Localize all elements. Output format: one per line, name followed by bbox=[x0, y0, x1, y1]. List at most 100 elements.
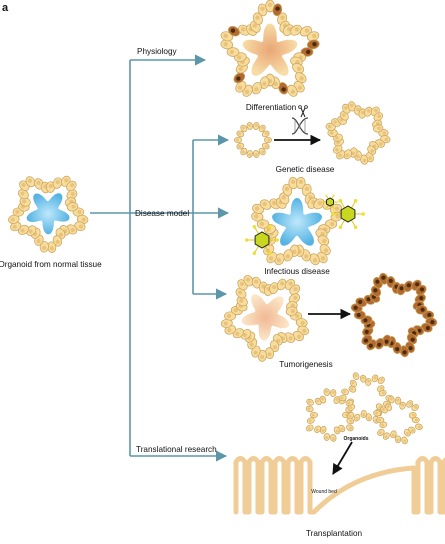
cell-nucleus bbox=[345, 153, 350, 157]
cell-nucleus bbox=[418, 425, 421, 429]
cell-nucleus bbox=[389, 397, 393, 401]
wound-bed-tissue bbox=[233, 456, 445, 515]
epithelial-cell bbox=[234, 136, 242, 144]
cell-nucleus bbox=[382, 408, 385, 411]
cell-nucleus bbox=[384, 339, 389, 344]
cell-nucleus bbox=[252, 23, 257, 28]
cell-nucleus bbox=[335, 398, 339, 401]
cell-nucleus bbox=[362, 158, 367, 163]
cell-nucleus bbox=[264, 132, 268, 135]
epithelial-cell bbox=[399, 401, 406, 410]
cell-nucleus bbox=[325, 436, 329, 440]
epithelial-cell bbox=[232, 328, 244, 339]
epithelial-cell bbox=[278, 82, 289, 95]
epithelial-cell bbox=[240, 147, 248, 156]
cell-nucleus bbox=[281, 87, 286, 92]
cell-nucleus bbox=[419, 296, 424, 301]
epithelial-cell bbox=[394, 435, 402, 444]
cell-nucleus bbox=[340, 396, 344, 400]
cell-nucleus bbox=[42, 245, 47, 250]
cell-nucleus bbox=[239, 298, 244, 303]
cell-nucleus bbox=[408, 346, 413, 351]
cell-nucleus bbox=[338, 153, 342, 158]
epithelial-cell bbox=[251, 211, 264, 222]
epithelial-cell bbox=[285, 306, 298, 316]
cell-nucleus bbox=[335, 214, 341, 219]
epithelial-cell bbox=[251, 345, 261, 358]
cell-nucleus bbox=[294, 27, 300, 32]
cell-nucleus bbox=[297, 334, 302, 339]
cell-nucleus bbox=[288, 336, 293, 341]
epithelial-cell bbox=[261, 130, 270, 138]
cell-nucleus bbox=[335, 429, 339, 433]
cell-nucleus bbox=[356, 107, 360, 112]
epithelial-cell bbox=[360, 374, 367, 383]
cell-nucleus bbox=[240, 27, 246, 32]
cell-nucleus bbox=[308, 419, 312, 423]
cell-nucleus bbox=[70, 183, 75, 188]
cell-nucleus bbox=[21, 182, 26, 187]
cell-nucleus bbox=[420, 307, 425, 312]
cell-nucleus bbox=[49, 246, 54, 251]
cell-nucleus bbox=[255, 15, 260, 20]
epithelial-cell bbox=[373, 124, 384, 133]
cell-nucleus bbox=[71, 204, 76, 209]
cell-nucleus bbox=[350, 387, 354, 391]
cell-nucleus bbox=[351, 381, 355, 385]
cell-nucleus bbox=[254, 206, 260, 211]
epithelial-cell bbox=[346, 417, 355, 425]
cell-nucleus bbox=[267, 2, 273, 7]
cell-nucleus bbox=[331, 390, 335, 394]
epithelial-cell bbox=[313, 198, 325, 210]
cell-nucleus bbox=[10, 217, 15, 222]
epithelial-cell bbox=[228, 26, 240, 37]
epithelial-cell bbox=[236, 142, 245, 150]
cell-nucleus bbox=[241, 126, 245, 130]
cell-nucleus bbox=[317, 200, 323, 206]
cell-nucleus bbox=[377, 342, 382, 347]
cell-nucleus bbox=[381, 423, 385, 427]
epithelial-cell bbox=[292, 331, 304, 341]
cell-nucleus bbox=[321, 397, 325, 401]
cell-nucleus bbox=[332, 437, 335, 440]
cell-nucleus bbox=[378, 431, 382, 435]
annotation-organoids: Organoids bbox=[343, 436, 368, 442]
cell-nucleus bbox=[391, 433, 395, 437]
epithelial-cell bbox=[394, 396, 402, 405]
epithelial-cell bbox=[347, 412, 355, 420]
epithelial-cell bbox=[408, 411, 417, 419]
cell-nucleus bbox=[323, 248, 329, 253]
cell-nucleus bbox=[304, 28, 310, 33]
cell-nucleus bbox=[366, 297, 371, 302]
epithelial-cell bbox=[382, 432, 390, 440]
epithelial-cell bbox=[401, 436, 408, 445]
cell-nucleus bbox=[406, 283, 411, 288]
cell-nucleus bbox=[327, 124, 332, 129]
cell-nucleus bbox=[396, 438, 400, 442]
cell-nucleus bbox=[419, 287, 425, 292]
epithelial-cell bbox=[282, 183, 293, 196]
cell-nucleus bbox=[271, 200, 277, 206]
cell-nucleus bbox=[281, 195, 286, 200]
normal-organoid bbox=[8, 175, 89, 253]
epithelial-cell bbox=[74, 221, 86, 231]
cell-nucleus bbox=[226, 313, 232, 319]
epithelial-cell bbox=[269, 282, 279, 294]
epithelial-cell bbox=[47, 241, 57, 253]
epithelial-cell bbox=[220, 31, 234, 42]
cell-nucleus bbox=[344, 106, 348, 110]
cell-nucleus bbox=[254, 123, 258, 127]
cell-nucleus bbox=[315, 428, 319, 432]
epithelial-cell bbox=[18, 189, 29, 200]
cell-nucleus bbox=[378, 418, 381, 422]
cell-nucleus bbox=[425, 326, 430, 331]
epithelial-cell bbox=[360, 410, 367, 418]
cell-nucleus bbox=[230, 28, 236, 33]
cell-nucleus bbox=[55, 179, 60, 185]
epithelial-cell bbox=[283, 249, 293, 262]
organoid-lumen bbox=[272, 198, 322, 246]
epithelial-cell bbox=[10, 221, 22, 232]
organoid-lumen bbox=[316, 400, 344, 430]
cell-nucleus bbox=[293, 286, 298, 292]
